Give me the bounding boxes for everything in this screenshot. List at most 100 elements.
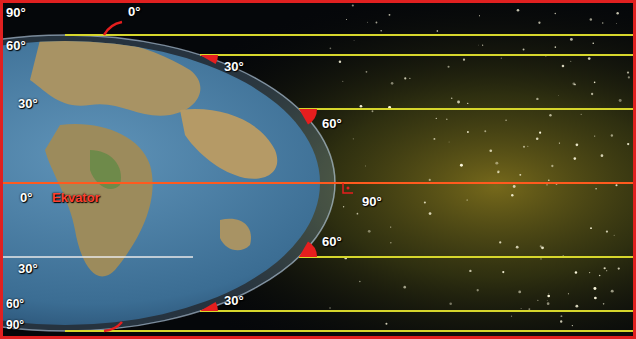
star xyxy=(555,46,557,48)
star xyxy=(606,230,608,232)
sun-ray xyxy=(200,310,636,312)
star xyxy=(365,165,367,167)
latitude-label: 30° xyxy=(18,261,38,276)
latitude-label: 90° xyxy=(6,318,24,332)
star xyxy=(477,44,479,46)
star xyxy=(523,49,525,51)
star xyxy=(437,30,439,32)
star xyxy=(538,22,540,24)
star xyxy=(603,303,605,305)
latitude-line xyxy=(0,256,193,258)
star xyxy=(429,212,432,215)
star xyxy=(457,101,460,104)
star xyxy=(511,194,513,196)
star xyxy=(549,114,551,116)
latitude-label: 60° xyxy=(6,297,24,311)
star xyxy=(618,267,620,269)
star xyxy=(353,138,354,139)
star xyxy=(516,246,519,249)
equator-line xyxy=(0,182,636,184)
star xyxy=(574,157,577,160)
star xyxy=(353,40,355,42)
star xyxy=(568,293,569,294)
right-angle-mark xyxy=(343,183,353,193)
star xyxy=(606,270,607,271)
star xyxy=(602,22,604,24)
star xyxy=(593,287,596,290)
star xyxy=(559,142,560,143)
star xyxy=(546,184,547,185)
star xyxy=(562,65,565,68)
angle-wedge xyxy=(299,241,317,257)
zero-angle-arc xyxy=(104,322,122,331)
star xyxy=(376,22,378,24)
star xyxy=(527,145,529,147)
star xyxy=(599,275,601,277)
star xyxy=(433,138,435,140)
star xyxy=(359,281,360,282)
star xyxy=(615,184,617,186)
star xyxy=(409,78,410,79)
latitude-label: 90° xyxy=(6,5,26,20)
right-angle-dot xyxy=(347,187,350,190)
star xyxy=(329,307,330,308)
star xyxy=(590,18,592,20)
star xyxy=(594,135,595,136)
star xyxy=(479,15,480,16)
star xyxy=(357,213,359,215)
angle-label: 0° xyxy=(128,4,140,19)
star xyxy=(380,30,381,31)
star xyxy=(368,230,371,233)
star xyxy=(477,289,479,291)
star xyxy=(390,226,391,227)
star xyxy=(536,98,538,100)
zero-angle-arc xyxy=(104,22,122,35)
star xyxy=(447,66,449,68)
star xyxy=(518,291,521,294)
star xyxy=(342,81,343,82)
star xyxy=(390,242,391,243)
star xyxy=(517,9,520,12)
star xyxy=(627,143,629,145)
star xyxy=(505,120,507,122)
star xyxy=(547,302,550,305)
star xyxy=(404,77,406,79)
star xyxy=(467,200,468,201)
star xyxy=(560,315,562,317)
star xyxy=(360,105,363,108)
star xyxy=(627,71,629,73)
star xyxy=(537,300,538,301)
star xyxy=(489,149,492,152)
star xyxy=(463,59,465,61)
land xyxy=(30,37,277,277)
land-mass xyxy=(220,219,251,251)
star xyxy=(611,290,614,293)
star xyxy=(628,76,630,78)
star xyxy=(436,118,437,119)
star xyxy=(330,48,332,50)
star xyxy=(389,14,391,16)
latitude-label: 30° xyxy=(18,96,38,111)
star xyxy=(385,323,387,325)
star xyxy=(616,12,618,14)
star xyxy=(519,174,521,176)
star xyxy=(446,118,448,120)
star xyxy=(497,170,499,172)
star xyxy=(570,38,573,41)
stars xyxy=(329,4,630,326)
star xyxy=(469,270,471,272)
star xyxy=(528,308,530,310)
sun-ray xyxy=(299,108,636,110)
star xyxy=(451,98,453,100)
star xyxy=(499,241,501,243)
star xyxy=(540,245,542,247)
angle-wedge xyxy=(200,302,218,311)
star xyxy=(501,58,502,59)
sun-ray xyxy=(65,330,636,332)
angle-wedge xyxy=(299,109,317,125)
star xyxy=(615,23,617,25)
star xyxy=(614,235,615,236)
angle-wedge xyxy=(200,55,218,64)
star xyxy=(511,316,512,317)
